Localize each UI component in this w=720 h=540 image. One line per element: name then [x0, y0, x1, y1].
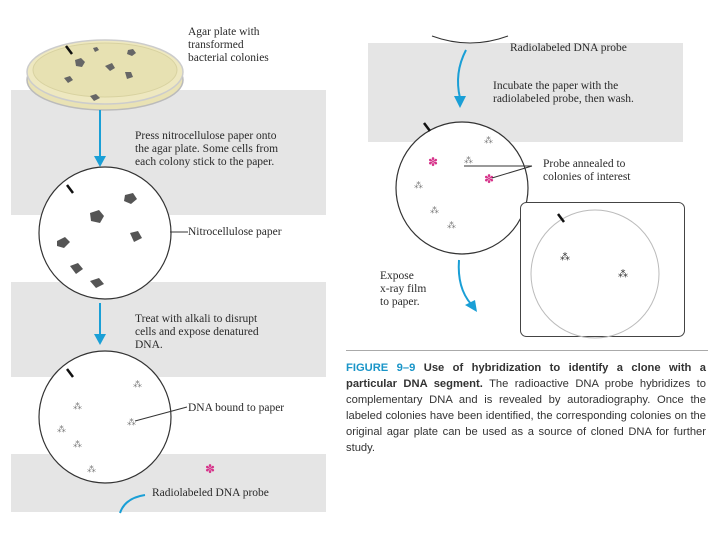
- agar-plate-label: Agar plate with transformed bacterial co…: [188, 26, 269, 65]
- svg-text:✽: ✽: [484, 172, 494, 186]
- agar-plate: [20, 28, 190, 118]
- annealed-disc: ⁂ ⁂ ⁂ ⁂ ⁂ ✽ ✽: [392, 118, 532, 258]
- nitro-pointer: [170, 230, 190, 234]
- arrow-curve-icon: [448, 48, 478, 113]
- arrow-down-icon: [90, 303, 110, 348]
- nitrocellulose-disc: [35, 163, 175, 303]
- svg-text:✽: ✽: [428, 155, 438, 169]
- arrow-curve-icon: [455, 258, 485, 318]
- svg-text:⁂: ⁂: [484, 135, 493, 146]
- svg-text:⁂: ⁂: [73, 401, 82, 412]
- svg-text:⁂: ⁂: [133, 379, 142, 390]
- annealed-label: Probe annealed to colonies of interest: [543, 158, 631, 184]
- left-probe-label: Radiolabeled DNA probe: [152, 487, 269, 500]
- svg-text:⁂: ⁂: [57, 424, 66, 435]
- xray-film: ⁂ ⁂: [520, 202, 685, 337]
- dna-bound-label: DNA bound to paper: [188, 402, 284, 415]
- arrow-down-icon: [90, 110, 110, 170]
- incubate-text: Incubate the paper with the radiolabeled…: [493, 80, 634, 106]
- svg-text:⁂: ⁂: [414, 180, 423, 191]
- svg-text:⁂: ⁂: [87, 464, 96, 475]
- figure-number: FIGURE 9–9: [346, 362, 415, 374]
- svg-text:⁂: ⁂: [430, 205, 439, 216]
- expose-text: Expose x-ray film to paper.: [380, 270, 426, 309]
- right-probe-label: Radiolabeled DNA probe: [510, 42, 627, 55]
- orientation-mark-icon: [424, 123, 430, 131]
- svg-text:⁂: ⁂: [560, 251, 570, 263]
- svg-text:⁂: ⁂: [618, 268, 628, 280]
- probe-icon: ✽: [205, 462, 215, 476]
- nitrocellulose-label: Nitrocellulose paper: [188, 226, 282, 239]
- svg-text:⁂: ⁂: [73, 439, 82, 450]
- arrow-curve-icon: [100, 493, 150, 513]
- caption-rule: [346, 350, 708, 351]
- svg-text:⁂: ⁂: [447, 220, 456, 231]
- figure-caption: FIGURE 9–9 Use of hybridization to ident…: [346, 360, 706, 456]
- svg-text:⁂: ⁂: [464, 155, 473, 166]
- dna-pointer: [135, 405, 190, 425]
